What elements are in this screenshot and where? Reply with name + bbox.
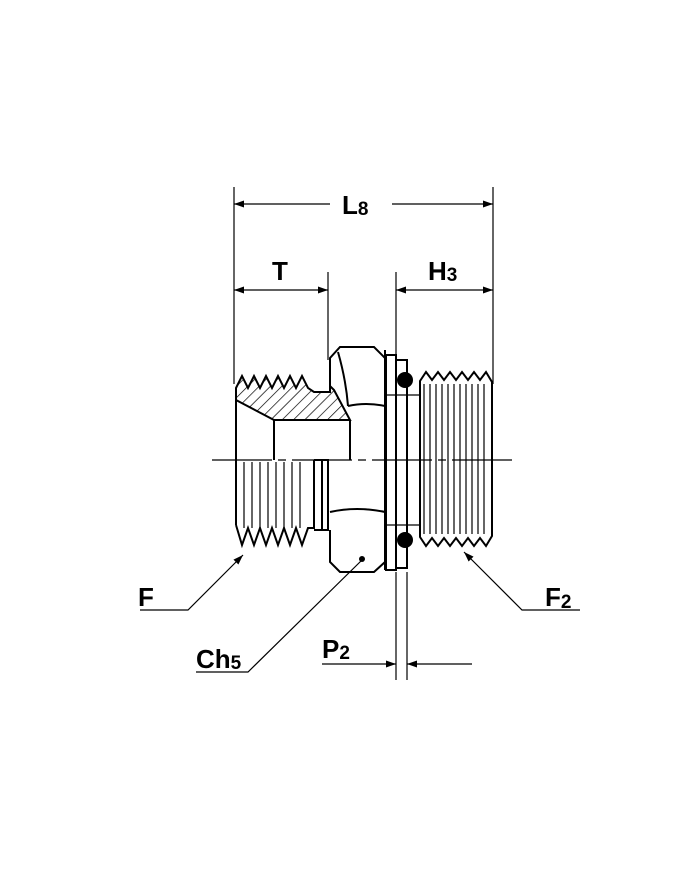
label-F: F	[138, 582, 154, 612]
left-thread-section	[235, 373, 352, 525]
right-thread	[419, 370, 493, 548]
label-F2: F2	[545, 582, 571, 613]
left-thread-lower	[235, 459, 329, 549]
leader-lines	[140, 551, 580, 673]
label-P2: P2	[322, 634, 350, 664]
leader-Ch5-dot	[359, 556, 365, 562]
label-T: T	[272, 256, 288, 286]
label-L8: L8	[342, 190, 368, 220]
dimension-lines	[234, 200, 493, 668]
label-Ch5: Ch5	[196, 644, 242, 674]
label-H3: H3	[428, 256, 457, 286]
leader-Ch5	[196, 559, 363, 673]
leader-F2	[463, 551, 580, 611]
washer-and-oring	[385, 354, 420, 571]
leader-F	[140, 554, 244, 611]
